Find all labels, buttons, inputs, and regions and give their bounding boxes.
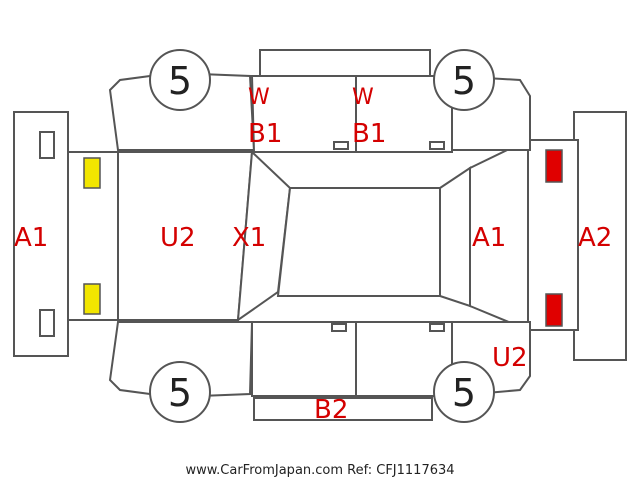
code-bottom-sill: B2 <box>314 395 348 425</box>
code-rear-bumper: A2 <box>578 223 612 253</box>
code-front-bumper: A1 <box>14 223 48 253</box>
footer-watermark: www.CarFromJapan.com Ref: CFJ1117634 <box>185 463 454 478</box>
front-lamp-bottom-marker <box>83 283 101 315</box>
wheel-rear-right-label: 5 <box>452 371 476 415</box>
top-front-handle <box>333 141 349 150</box>
code-top-front-door-b: B1 <box>248 119 282 149</box>
code-top-rear-door-b: B1 <box>352 119 386 149</box>
code-hood: U2 <box>160 223 196 253</box>
code-windshield: X1 <box>232 223 266 253</box>
wheel-front-left-label: 5 <box>168 59 192 103</box>
front-lamp-top-marker <box>83 157 101 189</box>
top-front-fender <box>108 72 256 151</box>
bottom-front-door <box>251 321 357 397</box>
wheel-front-right-label: 5 <box>168 371 192 415</box>
code-rear-panel: A1 <box>472 223 506 253</box>
rear-lamp-bottom-marker <box>545 293 563 327</box>
code-rear-right-corner: U2 <box>492 343 528 373</box>
code-top-front-door-w: W <box>248 85 270 110</box>
rear-lamp-top-marker <box>545 149 563 183</box>
wheel-front-left: 5 <box>149 49 211 111</box>
wheel-rear-left-label: 5 <box>452 59 476 103</box>
rear-window-panel <box>439 166 471 308</box>
bottom-rear-handle <box>429 323 445 332</box>
wheel-front-right: 5 <box>149 361 211 423</box>
wheel-rear-right: 5 <box>433 361 495 423</box>
bottom-front-handle <box>331 323 347 332</box>
front-bumper-panel <box>13 111 69 357</box>
front-bumper-notch-bottom <box>39 309 55 337</box>
code-top-rear-door-w: W <box>352 85 374 110</box>
front-bumper-notch-top <box>39 131 55 159</box>
top-roof-edge <box>259 49 431 77</box>
bottom-sill <box>253 397 433 421</box>
wheel-rear-left: 5 <box>433 49 495 111</box>
top-rear-handle <box>429 141 445 150</box>
roof-panel <box>276 187 441 297</box>
